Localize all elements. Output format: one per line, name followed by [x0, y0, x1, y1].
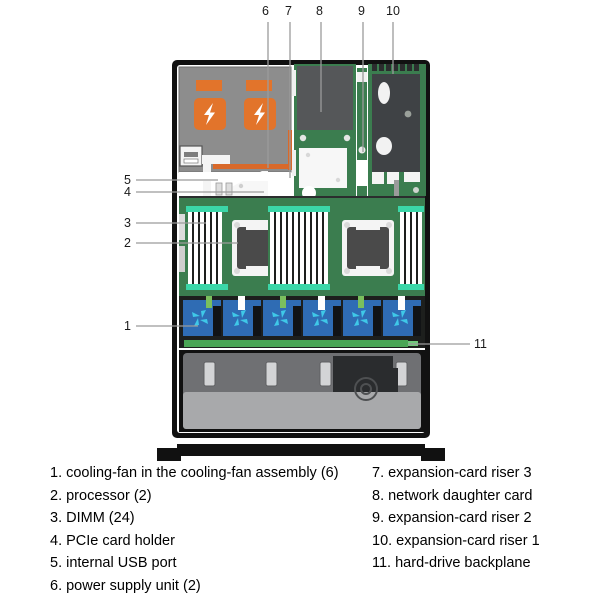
legend-item-3: 3. DIMM (24) [50, 510, 135, 526]
psu-handle-1 [196, 80, 222, 91]
legend-item-10: 10. expansion-card riser 1 [372, 532, 540, 549]
processor-2 [342, 220, 394, 276]
cooling-fan-5 [343, 296, 381, 336]
hard-drive-backplane [179, 338, 425, 348]
cooling-fan-3 [263, 296, 301, 336]
legend-item-11: 11. hard-drive backplane [372, 555, 531, 571]
legend-column-left: 1. cooling-fan in the cooling-fan assemb… [50, 462, 339, 597]
callout-leader-lines [136, 22, 470, 345]
riser1-cutout-bottom [376, 137, 392, 155]
psu-power-badge-2 [244, 98, 276, 130]
riser1-connectors [372, 64, 419, 71]
legend-item-6: 6. power supply unit (2) [50, 577, 201, 594]
expansion-card-riser-2 [357, 68, 367, 196]
cooling-fan-assembly [179, 296, 425, 338]
drive-bay-module [333, 356, 398, 392]
legend-item-1: 1. cooling-fan in the cooling-fan assemb… [50, 465, 339, 481]
psu-connector-bar [213, 164, 291, 169]
cooling-fan-6 [383, 296, 421, 336]
chassis-foot-right [421, 448, 445, 461]
callout-label-9: 9 [358, 4, 365, 18]
internal-usb-port [179, 145, 203, 167]
riser1-cutout-top [378, 82, 390, 104]
expansion-card-riser-1 [368, 64, 426, 196]
callout-label-6: 6 [262, 4, 269, 18]
dimm-bank-2 [268, 206, 330, 290]
callout-label-5: 5 [124, 173, 131, 187]
cooling-fan-1 [183, 296, 221, 336]
legend-item-9: 9. expansion-card riser 2 [372, 510, 532, 526]
pcie-card-holder [179, 155, 291, 197]
callout-label-4: 4 [124, 185, 131, 199]
ndc-heatsink [297, 66, 353, 130]
legend-item-5: 5. internal USB port [50, 555, 177, 571]
chassis-base-rail [157, 444, 445, 461]
chassis-foot-left [157, 448, 181, 461]
callout-label-8: 8 [316, 4, 323, 18]
dimm-bank-3 [398, 206, 424, 290]
legend-item-4: 4. PCIe card holder [50, 532, 175, 549]
callout-label-3: 3 [124, 216, 131, 230]
cooling-fan-2 [223, 296, 261, 336]
network-daughter-card [292, 64, 356, 200]
legend-item-8: 8. network daughter card [372, 487, 533, 504]
callout-label-1: 1 [124, 319, 131, 333]
legend: 1. cooling-fan in the cooling-fan assemb… [0, 462, 600, 600]
legend-item-7: 7. expansion-card riser 3 [372, 465, 532, 481]
cooling-fan-4 [303, 296, 341, 336]
hard-drive-bay [179, 350, 425, 432]
callout-label-2: 2 [124, 236, 131, 250]
system-board [179, 198, 425, 298]
psu-power-badge-1 [194, 98, 226, 130]
psu-handle-2 [246, 80, 272, 91]
callout-label-7: 7 [285, 4, 292, 18]
callout-label-10: 10 [386, 4, 400, 18]
legend-item-2: 2. processor (2) [50, 487, 152, 504]
drive-bay-latches [203, 361, 408, 387]
callout-label-11: 11 [474, 337, 487, 351]
dimm-bank-1 [186, 206, 228, 290]
legend-column-right: 7. expansion-card riser 3 8. network dau… [372, 462, 540, 575]
